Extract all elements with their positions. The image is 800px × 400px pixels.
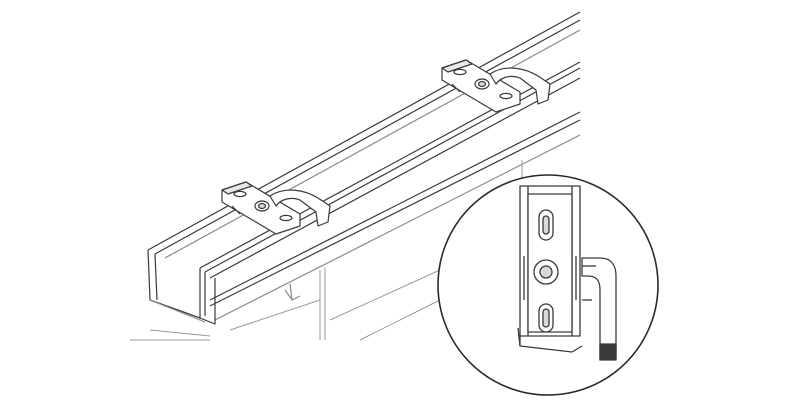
- detail-view: [437, 174, 659, 396]
- headrail: [147, 11, 581, 325]
- mounting-bracket-left: [221, 181, 331, 235]
- bracket-closeup: [517, 185, 617, 361]
- mounting-bracket-right: [441, 59, 551, 113]
- background-lines: [130, 160, 523, 341]
